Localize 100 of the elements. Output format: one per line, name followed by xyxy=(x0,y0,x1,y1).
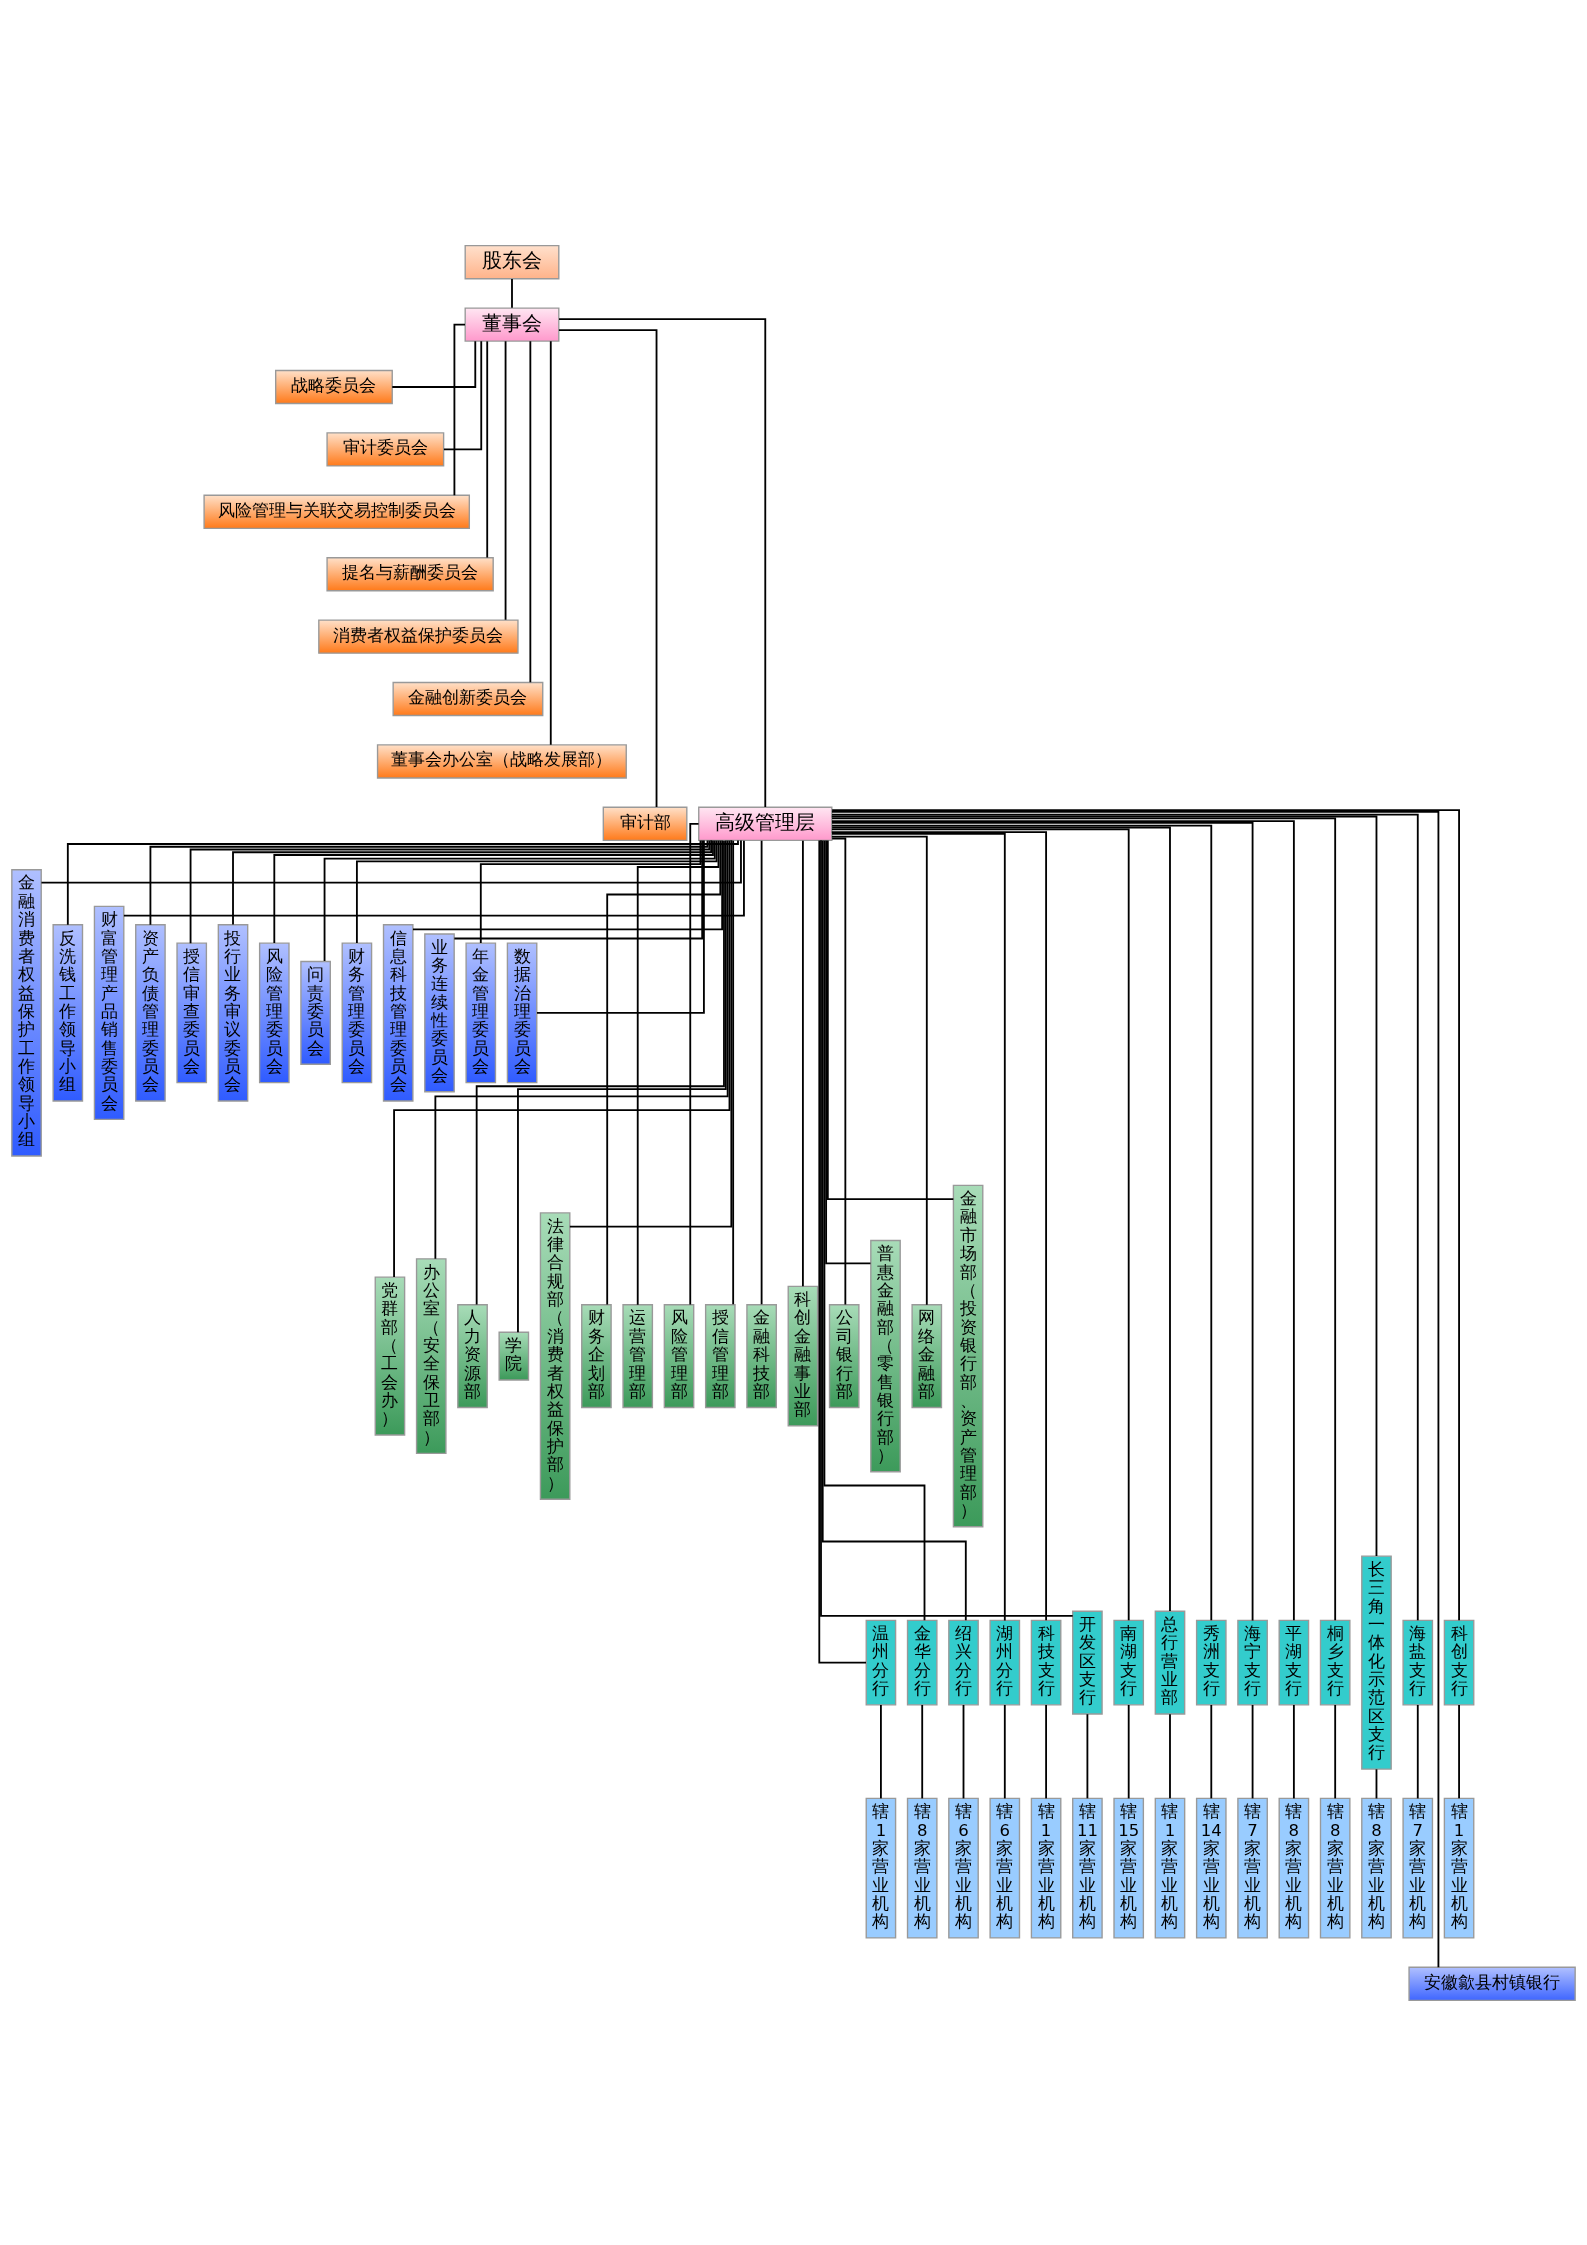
node-box: 温州分行 xyxy=(865,1619,897,1705)
connector xyxy=(1416,1703,1419,1799)
node-box: 董事会 xyxy=(464,306,560,342)
connector xyxy=(40,839,742,883)
connector xyxy=(412,839,724,930)
node-box: 业务连续性委员会 xyxy=(424,932,455,1092)
connector xyxy=(818,839,867,1664)
node-box: 财务企划部 xyxy=(581,1303,612,1408)
node-box: 辖1家营业机构 xyxy=(1443,1797,1475,1939)
node-box: 长三角一体化示范区支行 xyxy=(1361,1554,1392,1770)
node-box: 辖6家营业机构 xyxy=(989,1797,1021,1939)
connector xyxy=(1251,1703,1254,1799)
node-box: 问责委员会 xyxy=(300,960,331,1065)
connector xyxy=(486,339,489,558)
connector xyxy=(558,328,658,808)
node-box: 安徽歙县村镇银行 xyxy=(1408,1966,1576,2001)
connector xyxy=(453,323,466,496)
node-box: 科创支行 xyxy=(1443,1619,1475,1705)
connector xyxy=(831,835,928,1306)
node-box: 辖7家营业机构 xyxy=(1402,1797,1434,1939)
node-box: 网络金融部 xyxy=(911,1303,943,1408)
node-box: 学院 xyxy=(498,1331,530,1381)
connector xyxy=(391,339,477,388)
connector xyxy=(517,839,727,1333)
connector xyxy=(606,839,722,1305)
connector xyxy=(189,839,711,944)
connector xyxy=(549,339,552,746)
connector xyxy=(1375,1767,1378,1799)
node-box: 资产负债管理委员会 xyxy=(135,923,166,1102)
node-box: 开发区支行 xyxy=(1072,1610,1103,1715)
connector xyxy=(825,839,872,1264)
node-box: 辖15家营业机构 xyxy=(1113,1797,1145,1939)
connector xyxy=(823,839,926,1621)
node-box: 总行营业部 xyxy=(1154,1610,1186,1715)
node-box: 办公室（安全保卫部） xyxy=(415,1257,447,1454)
node-box: 金融科技部 xyxy=(746,1303,777,1408)
connector xyxy=(568,838,733,1228)
node-box: 绍兴分行 xyxy=(948,1619,979,1705)
connector xyxy=(475,839,725,1305)
node-box: 辖8家营业机构 xyxy=(906,1797,938,1939)
connector xyxy=(802,839,804,1287)
node-box: 辖6家营业机构 xyxy=(948,1797,979,1939)
connector xyxy=(434,839,729,1260)
connector xyxy=(66,839,739,926)
node-box: 消费者权益保护委员会 xyxy=(318,618,519,654)
connector xyxy=(393,839,731,1278)
connector xyxy=(1292,1703,1295,1799)
node-box: 党群部（工会办） xyxy=(374,1276,406,1436)
connector xyxy=(442,339,483,450)
node-box: 高级管理层 xyxy=(698,806,833,841)
node-box: 科技支行 xyxy=(1030,1619,1062,1705)
connector xyxy=(831,832,1006,1621)
node-box: 公司银行部 xyxy=(828,1303,860,1408)
node-box: 辖1家营业机构 xyxy=(1030,1797,1062,1939)
connector xyxy=(149,839,709,926)
connector xyxy=(1086,1712,1089,1799)
connector xyxy=(232,838,713,925)
node-box: 海宁支行 xyxy=(1237,1619,1268,1705)
node-box: 风险管理部 xyxy=(663,1303,695,1408)
connector xyxy=(820,838,1074,1617)
connector xyxy=(1003,1703,1006,1799)
node-box: 辖8家营业机构 xyxy=(1278,1797,1310,1939)
connector xyxy=(1169,1712,1171,1799)
connector xyxy=(826,839,955,1200)
node-box: 反洗钱工作领导小组 xyxy=(52,923,84,1102)
node-box: 授信审查委员会 xyxy=(176,941,208,1083)
node-box: 财富管理产品销售委员会 xyxy=(93,905,125,1120)
connector xyxy=(689,822,700,1305)
node-box: 战略委员会 xyxy=(275,369,393,404)
node-box: 辖14家营业机构 xyxy=(1195,1797,1227,1939)
connector xyxy=(962,1703,965,1799)
node-box: 法律合规部（消费者权益保护部） xyxy=(539,1211,571,1500)
node-box: 桐乡支行 xyxy=(1319,1619,1351,1705)
node-box: 年金管理委员会 xyxy=(465,941,497,1083)
node-box: 风险管理委员会 xyxy=(258,941,290,1083)
node-box: 辖1家营业机构 xyxy=(865,1797,897,1939)
node-box: 秀洲支行 xyxy=(1195,1619,1227,1705)
connector xyxy=(636,838,720,1306)
node-box: 金融消费者权益保护工作领导小组 xyxy=(11,868,42,1157)
connector xyxy=(529,339,532,683)
node-box: 普惠金融部（零售银行部） xyxy=(870,1239,901,1472)
node-box: 辖1家营业机构 xyxy=(1154,1797,1186,1939)
node-box: 审计部 xyxy=(602,806,688,841)
connector xyxy=(122,839,745,916)
connector xyxy=(1127,1703,1130,1799)
node-box: 提名与薪酬委员会 xyxy=(326,556,494,591)
connector xyxy=(921,1703,924,1799)
node-box: 金融市场部（投资银行部、资产管理部） xyxy=(952,1184,984,1527)
connector xyxy=(1334,1703,1337,1799)
node-box: 海盐支行 xyxy=(1402,1619,1434,1705)
node-box: 人力资源部 xyxy=(457,1303,488,1408)
connector xyxy=(536,839,705,1014)
node-box: 辖8家营业机构 xyxy=(1361,1797,1392,1939)
node-box: 投行业务审议委员会 xyxy=(217,923,249,1102)
connector xyxy=(760,839,763,1305)
node-box: 辖8家营业机构 xyxy=(1319,1797,1351,1939)
node-box: 风险管理与关联交易控制委员会 xyxy=(203,494,470,529)
connector xyxy=(831,810,1440,1968)
node-box: 科创金融事业部 xyxy=(787,1285,819,1427)
connector xyxy=(880,1703,882,1799)
